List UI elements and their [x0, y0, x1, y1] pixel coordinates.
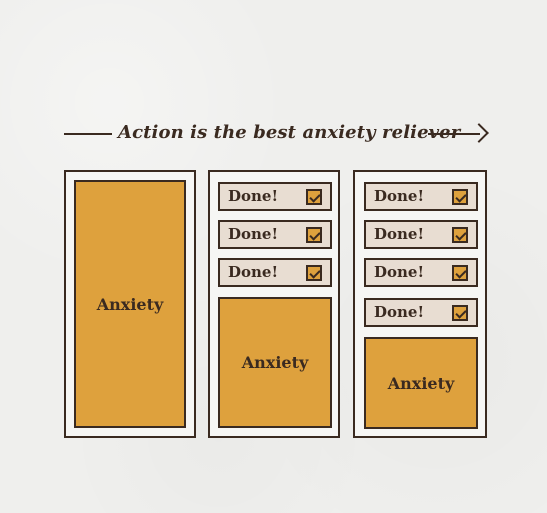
title-left-line	[64, 133, 112, 135]
checkbox-icon	[452, 226, 468, 243]
task-label: Done!	[374, 263, 425, 281]
task-label: Done!	[228, 263, 279, 281]
panel-middle: Done! Done! Done! Anxiety	[208, 170, 340, 438]
panel-before: Anxiety	[64, 170, 196, 438]
checkbox-icon	[452, 264, 468, 281]
panel-after: Done! Done! Done! Done! Anxiety	[353, 170, 487, 438]
task-label: Done!	[374, 303, 425, 321]
task-item: Done!	[364, 182, 478, 211]
checkbox-icon	[306, 188, 322, 205]
task-item: Done!	[218, 258, 332, 287]
task-label: Done!	[228, 187, 279, 205]
arrow-right-icon	[469, 123, 489, 143]
diagram-title: Action is the best anxiety reliever	[118, 122, 461, 143]
title-right-line	[428, 133, 480, 135]
anxiety-block: Anxiety	[218, 297, 332, 428]
checkbox-icon	[306, 226, 322, 243]
checkbox-icon	[452, 304, 468, 321]
anxiety-block: Anxiety	[74, 180, 186, 428]
task-label: Done!	[374, 187, 425, 205]
task-item: Done!	[218, 182, 332, 211]
checkbox-icon	[306, 264, 322, 281]
task-label: Done!	[228, 225, 279, 243]
task-item: Done!	[364, 258, 478, 287]
checkbox-icon	[452, 188, 468, 205]
task-label: Done!	[374, 225, 425, 243]
task-item: Done!	[364, 298, 478, 327]
task-item: Done!	[364, 220, 478, 249]
task-item: Done!	[218, 220, 332, 249]
anxiety-block: Anxiety	[364, 337, 478, 429]
diagram-title-row: Action is the best anxiety reliever	[64, 120, 489, 148]
